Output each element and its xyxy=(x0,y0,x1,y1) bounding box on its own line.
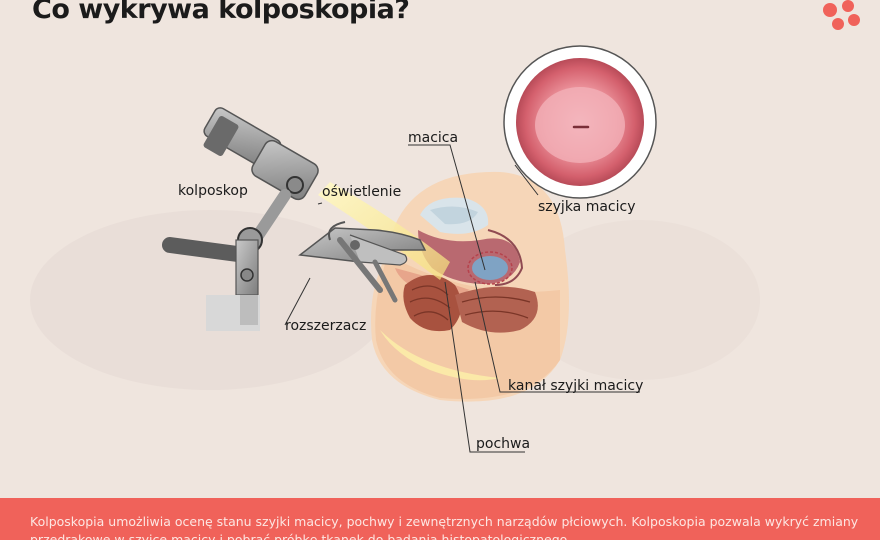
shadow-right xyxy=(520,220,760,380)
label-rozszerzacz: rozszerzacz xyxy=(285,318,366,334)
cervix-magnified-view xyxy=(503,45,657,199)
label-pochwa: pochwa xyxy=(476,436,530,452)
colposcope-illustration xyxy=(162,107,319,331)
label-kanal-szyjki-macicy: kanał szyjki macicy xyxy=(508,378,643,394)
footer-description: Kolposkopia umożliwia ocenę stanu szyjki… xyxy=(30,514,859,540)
label-oswietlenie: oświetlenie xyxy=(322,184,401,200)
label-macica: macica xyxy=(408,130,458,146)
dots-cross-logo-icon xyxy=(823,0,860,30)
speculum-illustration xyxy=(298,221,427,303)
label-kolposkop: kolposkop xyxy=(178,183,248,199)
label-szyjka-macicy: szyjka macicy xyxy=(538,199,636,215)
footer-banner: Kolposkopia umożliwia ocenę stanu szyjki… xyxy=(0,498,880,540)
colposcopy-diagram: kolposkop oświetlenie macica szyjka maci… xyxy=(162,45,760,453)
page-title: Co wykrywa kolposkopia? xyxy=(32,0,410,25)
leader-lines xyxy=(284,144,640,453)
pelvis-cross-section xyxy=(371,171,569,402)
